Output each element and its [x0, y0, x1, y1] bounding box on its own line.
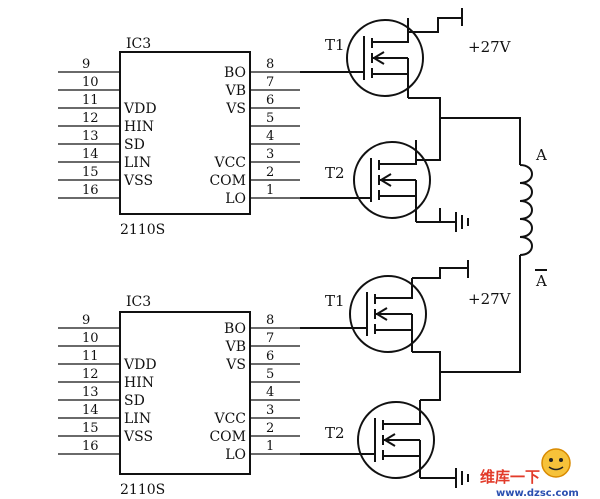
t2-bottom-label: T2: [325, 424, 345, 442]
ic-top-body: [119, 51, 251, 215]
ic-top-pin-9: 9: [82, 57, 90, 72]
coil-winding: [519, 164, 533, 256]
ic-bottom-left-pin-lines: [58, 327, 120, 455]
ic-bottom-label-lo: LO: [225, 447, 246, 463]
ic-top-right-pin-lines: [250, 71, 300, 199]
ic-top-pin-15: 15: [82, 165, 99, 180]
ic-bottom-body: [119, 311, 251, 475]
ic-bottom-pin-12: 12: [82, 367, 99, 382]
ic-top: IC3 2110S 9 10 11 12 13 14 15 16 VDD HIN…: [58, 36, 300, 238]
bottom-half-bridge: T1 +27V T2: [300, 260, 512, 488]
ic-bottom-name: IC3: [126, 294, 151, 310]
wire-supply-bottom: [412, 267, 468, 279]
ic-bottom-label-sd: SD: [124, 393, 145, 409]
ic-top-pin-12: 12: [82, 111, 99, 126]
ic-bottom-pin-11: 11: [82, 349, 99, 364]
t2-top-label: T2: [325, 164, 345, 182]
ic-bottom-pin-2: 2: [266, 421, 274, 436]
ic-bottom-pin-13: 13: [82, 385, 99, 400]
ic-bottom-pin-8: 8: [266, 313, 274, 328]
ic-top-label-vdd: VDD: [123, 101, 157, 117]
ic-top-pin-8: 8: [266, 57, 274, 72]
ic-bottom-pin-5: 5: [266, 367, 274, 382]
ic-top-pin-3: 3: [266, 147, 274, 162]
wire-mid-top: [408, 97, 441, 161]
watermark-logo: 维库一下 www.dzsc.com: [480, 448, 579, 499]
ic-bottom-label-lin: LIN: [124, 411, 151, 427]
ic-bottom-label-vss: VSS: [123, 429, 153, 445]
wire-supply-top: [407, 17, 462, 33]
ic-bottom: IC3 2110S 9 10 11 12 13 14 15 16 VDD HIN…: [58, 294, 300, 498]
ic-top-label-lin: LIN: [124, 155, 151, 171]
ic-bottom-pin-3: 3: [266, 403, 274, 418]
ic-bottom-pin-1: 1: [266, 439, 274, 454]
supply-label-top: +27V: [468, 38, 512, 56]
ic-bottom-pin-14: 14: [82, 403, 99, 418]
ic-top-label-com: COM: [209, 173, 246, 189]
coil-inductor: A A: [440, 146, 547, 373]
ic-top-pin-14: 14: [82, 147, 99, 162]
wire-from-coil-bottom: [440, 255, 521, 373]
coil-terminal-a: A: [535, 146, 547, 164]
t1-top-label: T1: [325, 36, 345, 54]
ic-top-label-sd: SD: [124, 137, 145, 153]
ground-bottom-icon: [448, 468, 469, 488]
ic-bottom-label-vb: VB: [225, 339, 246, 355]
ic-top-pin-2: 2: [266, 165, 274, 180]
ic-top-pin-10: 10: [82, 75, 99, 90]
ic-bottom-pin-16: 16: [82, 439, 99, 454]
ic-bottom-pin-10: 10: [82, 331, 99, 346]
ic-top-label-vss: VSS: [123, 173, 153, 189]
transistor-t1-bottom: T1: [325, 275, 427, 353]
t1-bottom-label: T1: [325, 292, 345, 310]
ic-bottom-pin-9: 9: [82, 313, 90, 328]
ic-bottom-pin-6: 6: [266, 349, 274, 364]
ic-top-label-vcc: VCC: [213, 155, 246, 171]
wire-to-coil-top: [440, 117, 521, 165]
ic-bottom-label-vcc: VCC: [213, 411, 246, 427]
ic-top-pin-13: 13: [82, 129, 99, 144]
coil-terminal-a-bar: A: [535, 272, 547, 290]
ic-top-label-hin: HIN: [124, 119, 154, 135]
ic-bottom-right-pin-lines: [250, 327, 300, 455]
ic-top-name: IC3: [126, 36, 151, 52]
ic-bottom-label-vs: VS: [225, 357, 246, 373]
ic-bottom-label-hin: HIN: [124, 375, 154, 391]
ic-top-pin-6: 6: [266, 93, 274, 108]
watermark-text: 维库一下: [480, 468, 540, 486]
ground-top-icon: [440, 212, 469, 232]
ic-top-label-vb: VB: [225, 83, 246, 99]
mascot-icon: [541, 448, 571, 478]
top-half-bridge: T1 +27V T2: [300, 8, 521, 232]
ic-bottom-label-vdd: VDD: [123, 357, 157, 373]
ic-top-part: 2110S: [120, 222, 165, 238]
ic-bottom-pin-4: 4: [266, 385, 274, 400]
ic-top-label-lo: LO: [225, 191, 246, 207]
ic-bottom-label-bo: BO: [224, 321, 246, 337]
wire-mid-bottom: [412, 351, 441, 401]
ic-bottom-pin-15: 15: [82, 421, 99, 436]
ic-top-label-vs: VS: [225, 101, 246, 117]
ic-top-left-pin-lines: [58, 71, 120, 199]
ic-top-pin-4: 4: [266, 129, 274, 144]
ic-top-pin-7: 7: [266, 75, 274, 90]
ic-bottom-label-com: COM: [209, 429, 246, 445]
watermark-url: www.dzsc.com: [496, 488, 579, 499]
ic-bottom-pin-7: 7: [266, 331, 274, 346]
transistor-t2-bottom: T2: [325, 400, 435, 479]
ic-top-pin-1: 1: [266, 183, 274, 198]
ic-top-label-bo: BO: [224, 65, 246, 81]
ic-top-pin-5: 5: [266, 111, 274, 126]
ic-top-pin-16: 16: [82, 183, 99, 198]
wire-ground-top: [416, 208, 441, 223]
ic-top-pin-11: 11: [82, 93, 99, 108]
ic-bottom-part: 2110S: [120, 482, 165, 498]
transistor-t2-top: T2: [325, 140, 431, 222]
supply-label-bottom: +27V: [468, 290, 512, 308]
